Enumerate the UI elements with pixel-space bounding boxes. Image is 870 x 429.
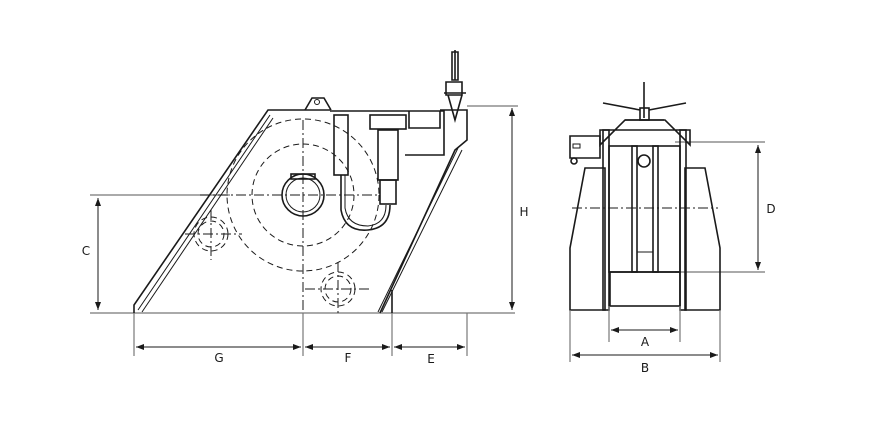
dimension-b-label: B xyxy=(641,361,649,375)
dimension-c-label: C xyxy=(82,244,90,258)
front-view-dimensions: D A B xyxy=(569,145,776,375)
dimension-h-label: H xyxy=(519,205,528,219)
front-view xyxy=(569,82,765,311)
dimension-a-label: A xyxy=(641,335,650,349)
dimension-g-label: G xyxy=(214,351,223,365)
dimension-e-label: E xyxy=(427,352,435,366)
side-view-dimensions: C G F E H xyxy=(82,108,529,366)
side-view xyxy=(90,50,518,330)
dimension-d-label: D xyxy=(766,202,775,216)
dimension-f-label: F xyxy=(345,351,352,365)
